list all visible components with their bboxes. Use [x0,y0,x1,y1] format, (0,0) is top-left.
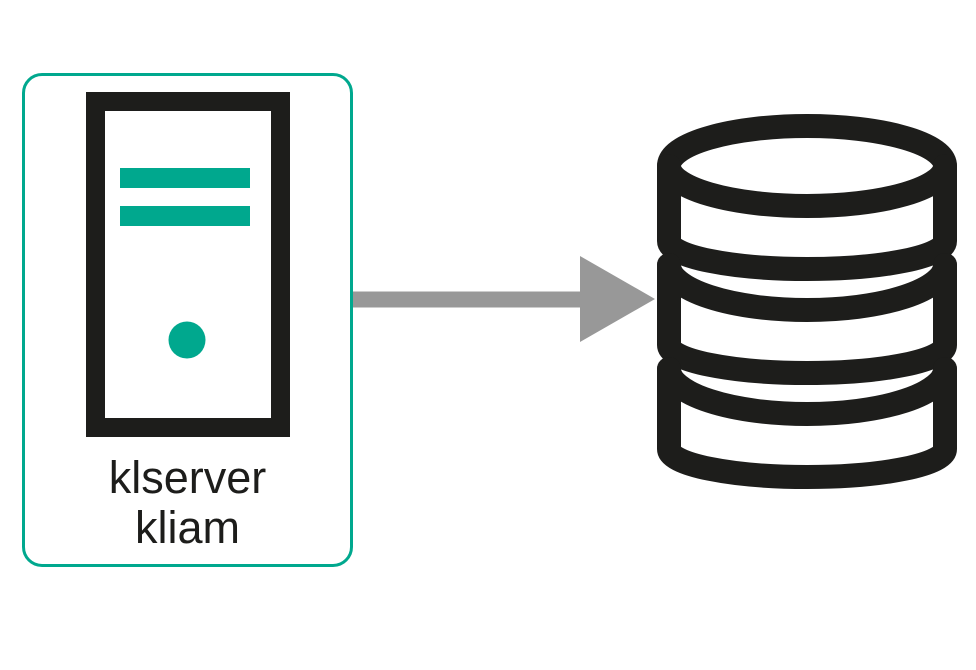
server-label-line2: kliam [134,502,240,553]
db-disk2-body [657,253,957,385]
server-slot-bar-2 [120,206,250,226]
db-disk1-top [657,114,957,218]
db-disk3-top [657,357,957,426]
server-frame [86,92,290,437]
database-icon [657,114,957,489]
server-label: klserver kliam [25,453,350,553]
server-tower-icon [86,92,290,437]
connection-arrow-icon [353,256,655,342]
db-disk3-body [657,357,957,489]
db-disk2-top [657,253,957,322]
db-disk1-body [657,154,957,281]
server-power-dot [168,321,206,359]
arrow-shape [353,256,655,342]
server-label-line1: klserver [108,452,267,503]
server-node-card: klserver kliam [22,73,353,567]
server-slot-bar-1 [120,168,250,188]
